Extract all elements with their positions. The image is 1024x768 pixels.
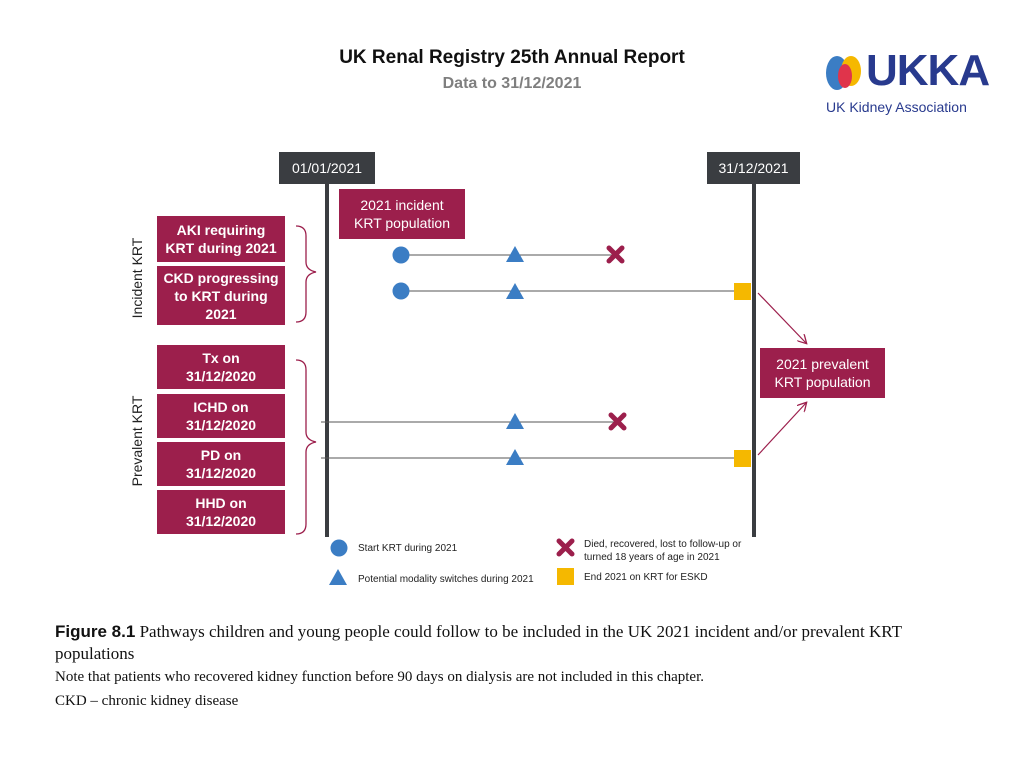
- legend-end-label: End 2021 on KRT for ESKD: [584, 572, 708, 583]
- tx-box: Tx on 31/12/2020: [157, 345, 285, 389]
- pd-box: PD on 31/12/2020: [157, 442, 285, 486]
- report-subtitle: Data to 31/12/2021: [442, 75, 582, 92]
- arrow-incident-to-prevalent: [757, 292, 806, 343]
- legend-circle-icon: [330, 539, 348, 557]
- legend-cross-icon: [556, 538, 575, 557]
- logo-wordmark: UKKA: [866, 46, 990, 95]
- died-cross-1: [606, 245, 625, 264]
- incident-bracket: [295, 225, 317, 323]
- report-title: UK Renal Registry 25th Annual Report: [339, 47, 685, 68]
- start-circle-2: [392, 282, 410, 300]
- start-circle-1: [392, 246, 410, 264]
- prevalent-group-label: Prevalent KRT: [129, 395, 145, 487]
- legend-triangle-icon: [329, 569, 347, 585]
- aki-box: AKI requiring KRT during 2021: [157, 216, 285, 262]
- prevalent-bracket: [295, 359, 317, 535]
- hhd-box: HHD on 31/12/2020: [157, 490, 285, 534]
- legend-start-label: Start KRT during 2021: [358, 543, 458, 554]
- legend-square-icon: [557, 568, 574, 585]
- figure-text: Pathways children and young people could…: [139, 622, 902, 641]
- start-date-box: 01/01/2021: [279, 152, 375, 184]
- ckd-box: CKD progressing to KRT during 2021: [157, 266, 285, 325]
- end-square-2: [734, 450, 751, 467]
- switch-triangle-1: [506, 246, 524, 262]
- legend-switch-label: Potential modality switches during 2021: [358, 574, 534, 585]
- incident-population-box: 2021 incident KRT population: [339, 189, 465, 239]
- ichd-box: ICHD on 31/12/2020: [157, 394, 285, 438]
- caption-abbreviation: CKD – chronic kidney disease: [55, 693, 239, 709]
- end-date-box: 31/12/2021: [707, 152, 800, 184]
- legend-died-label: Died, recovered, lost to follow-up or tu…: [584, 539, 742, 563]
- switch-triangle-2: [506, 283, 524, 299]
- caption-note: Note that patients who recovered kidney …: [55, 669, 704, 685]
- died-cross-2: [608, 412, 627, 431]
- figure-caption: Figure 8.1 Pathways children and young p…: [55, 621, 1015, 643]
- end-square-1: [734, 283, 751, 300]
- switch-triangle-4: [506, 449, 524, 465]
- figure-label: Figure 8.1: [55, 622, 136, 641]
- incident-group-label: Incident KRT: [129, 237, 145, 319]
- arrow-prevalent-to-prevalent: [757, 403, 806, 456]
- prevalent-population-box: 2021 prevalent KRT population: [760, 348, 885, 398]
- switch-triangle-3: [506, 413, 524, 429]
- logo-tagline: UK Kidney Association: [826, 99, 967, 115]
- ukka-logo-icon: [826, 56, 861, 90]
- figure-text-continued: populations: [55, 644, 135, 663]
